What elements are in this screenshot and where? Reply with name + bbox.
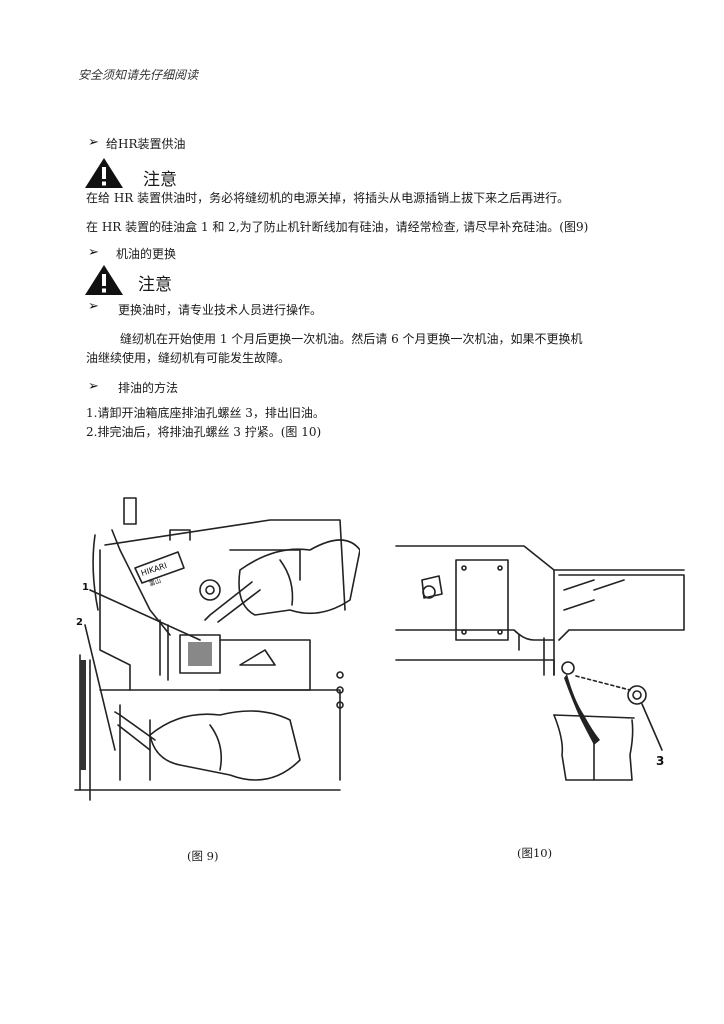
section-title-oil-change: 机油的更换	[116, 247, 177, 261]
warning-triangle-icon	[85, 265, 123, 295]
callout-2: 2	[76, 617, 83, 628]
warning-label: 注意	[138, 275, 172, 295]
figure-9-illustration: HIKARI 富山 1 2	[74, 497, 360, 801]
step-2: 2.排完油后，将排油孔螺丝 3 拧紧。(图 10)	[86, 425, 322, 439]
step-1: 1.请卸开油箱底座排油孔螺丝 3，排出旧油。	[86, 406, 325, 420]
figure-9-caption: (图 9)	[187, 849, 219, 863]
body-text: 在 HR 装置的硅油盒 1 和 2,为了防止机针断线加有硅油，请经常检查, 请尽…	[86, 220, 589, 234]
arrow-bullet-icon: ➢	[88, 379, 99, 394]
warning-triangle-icon	[85, 158, 123, 188]
section-title-oil-supply: 给HR装置供油	[106, 137, 186, 151]
body-text: 油继续使用，缝纫机有可能发生故障。	[86, 351, 291, 365]
bullet-text: 更换油时，请专业技术人员进行操作。	[118, 303, 323, 317]
body-text: 缝纫机在开始使用 1 个月后更换一次机油。然后请 6 个月更换一次机油，如果不更…	[120, 332, 583, 346]
brand-sub: 富山	[148, 577, 162, 588]
page-header: 安全须知请先仔细阅读	[78, 68, 199, 82]
section-title-drain: 排油的方法	[118, 381, 179, 395]
callout-1: 1	[82, 582, 89, 593]
arrow-bullet-icon: ➢	[88, 245, 99, 260]
arrow-bullet-icon: ➢	[88, 299, 99, 314]
warning-label: 注意	[143, 170, 177, 190]
arrow-bullet-icon: ➢	[88, 135, 99, 150]
figure-10-caption: (图10)	[517, 846, 553, 860]
warning-text: 在给 HR 装置供油时，务必将缝纫机的电源关掉，将插头从电源插销上拔下来之后再进…	[86, 191, 570, 205]
figure-10-illustration: 3	[395, 545, 685, 781]
callout-3: 3	[656, 754, 664, 768]
